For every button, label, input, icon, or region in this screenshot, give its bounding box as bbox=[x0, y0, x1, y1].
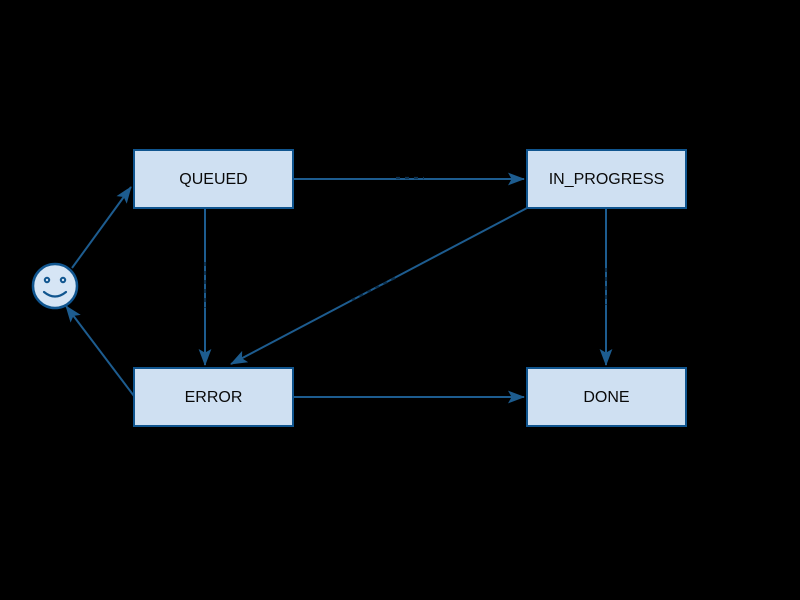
node-box bbox=[526, 367, 687, 427]
edge-line bbox=[71, 186, 132, 269]
state-node-in-progress[interactable]: IN_PROGRESS bbox=[526, 149, 687, 209]
state-node-error[interactable]: ERROR bbox=[133, 367, 294, 427]
edge-line bbox=[65, 305, 138, 401]
node-box bbox=[526, 149, 687, 209]
smiley-face-icon bbox=[31, 262, 79, 310]
edge-start-to-queued[interactable] bbox=[71, 186, 132, 269]
node-box bbox=[133, 367, 294, 427]
state-node-queued[interactable]: QUEUED bbox=[133, 149, 294, 209]
edge-error-to-start[interactable] bbox=[65, 305, 138, 401]
edge-queued-to-in-progress[interactable] bbox=[293, 172, 525, 186]
state-node-done[interactable]: DONE bbox=[526, 367, 687, 427]
smiley-eye-left-icon bbox=[43, 276, 51, 284]
smiley-eye-right-icon bbox=[59, 276, 67, 284]
edge-in-progress-to-error[interactable] bbox=[230, 207, 528, 365]
edge-line bbox=[230, 207, 528, 365]
smiley-mouth-icon bbox=[42, 290, 68, 298]
node-box bbox=[133, 149, 294, 209]
start-node[interactable] bbox=[31, 262, 79, 310]
